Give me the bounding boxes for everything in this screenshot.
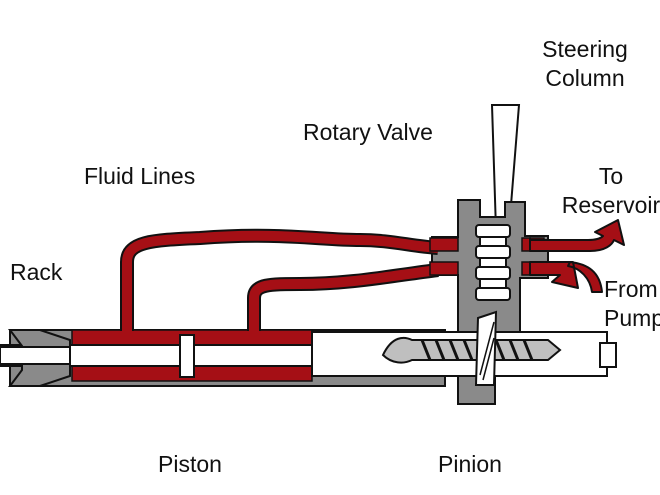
pinion-shaft <box>474 310 498 386</box>
piston <box>179 334 195 378</box>
from-pump-arrow <box>529 261 603 293</box>
rotary-valve-spool <box>475 224 511 301</box>
rack-rod-left <box>0 346 71 365</box>
to-reservoir-label-line1: To <box>598 163 624 189</box>
from-pump-label: From Pump <box>604 275 660 333</box>
steering-column-label-line2: Column <box>545 64 625 91</box>
fluid-lines-label: Fluid Lines <box>84 163 196 189</box>
from-pump-label-line2: Pump <box>604 304 660 331</box>
valve-port-left-lower <box>429 261 459 276</box>
valve-port-left-upper <box>429 237 459 252</box>
to-reservoir-label-line2: Reservoir <box>561 191 660 218</box>
from-pump-label-line1: From <box>604 276 658 302</box>
rack-rod-right <box>599 342 617 368</box>
pinion-gear <box>381 336 562 364</box>
steering-column-label-line1: Steering <box>542 36 628 62</box>
to-reservoir-arrow <box>529 219 625 252</box>
piston-label: Piston <box>158 451 222 477</box>
pinion-label: Pinion <box>438 451 502 477</box>
to-reservoir-label: To Reservoir <box>555 162 660 220</box>
steering-column-label: Steering Column <box>520 35 650 93</box>
rotary-valve-label: Rotary Valve <box>303 119 433 145</box>
fluid-lines <box>120 228 439 331</box>
rack-label: Rack <box>10 259 63 285</box>
